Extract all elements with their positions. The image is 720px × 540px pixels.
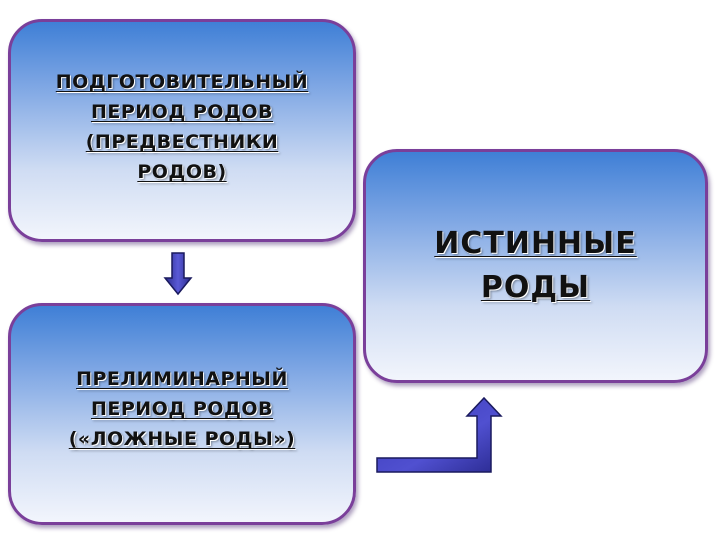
true-labor-line-1: ИСТИННЫЕ	[434, 226, 637, 261]
preparatory-period-text: ПОДГОТОВИТЕЛЬНЫЙ ПЕРИОД РОДОВ (ПРЕДВЕСТН…	[56, 67, 308, 187]
preparatory-line-2: ПЕРИОД РОДОВ	[90, 100, 273, 123]
preparatory-line-4: РОДОВ)	[137, 160, 227, 183]
preparatory-line-1: ПОДГОТОВИТЕЛЬНЫЙ	[55, 70, 309, 93]
elbow-up-arrow-icon	[376, 396, 503, 473]
preparatory-period-box: ПОДГОТОВИТЕЛЬНЫЙ ПЕРИОД РОДОВ (ПРЕДВЕСТН…	[8, 19, 356, 242]
preliminary-period-box: ПРЕЛИМИНАРНЫЙ ПЕРИОД РОДОВ («ЛОЖНЫЕ РОДЫ…	[8, 303, 356, 525]
preliminary-line-2: ПЕРИОД РОДОВ	[90, 398, 273, 420]
preliminary-line-1: ПРЕЛИМИНАРНЫЙ	[76, 368, 288, 390]
preliminary-line-3: («ЛОЖНЫЕ РОДЫ»)	[68, 428, 296, 450]
true-labor-line-2: РОДЫ	[480, 270, 591, 305]
true-labor-box: ИСТИННЫЕ РОДЫ	[363, 149, 708, 383]
preparatory-line-3: (ПРЕДВЕСТНИКИ	[85, 130, 279, 153]
preliminary-period-text: ПРЕЛИМИНАРНЫЙ ПЕРИОД РОДОВ («ЛОЖНЫЕ РОДЫ…	[69, 364, 295, 454]
true-labor-text: ИСТИННЫЕ РОДЫ	[434, 222, 637, 310]
down-arrow-icon	[163, 252, 193, 296]
